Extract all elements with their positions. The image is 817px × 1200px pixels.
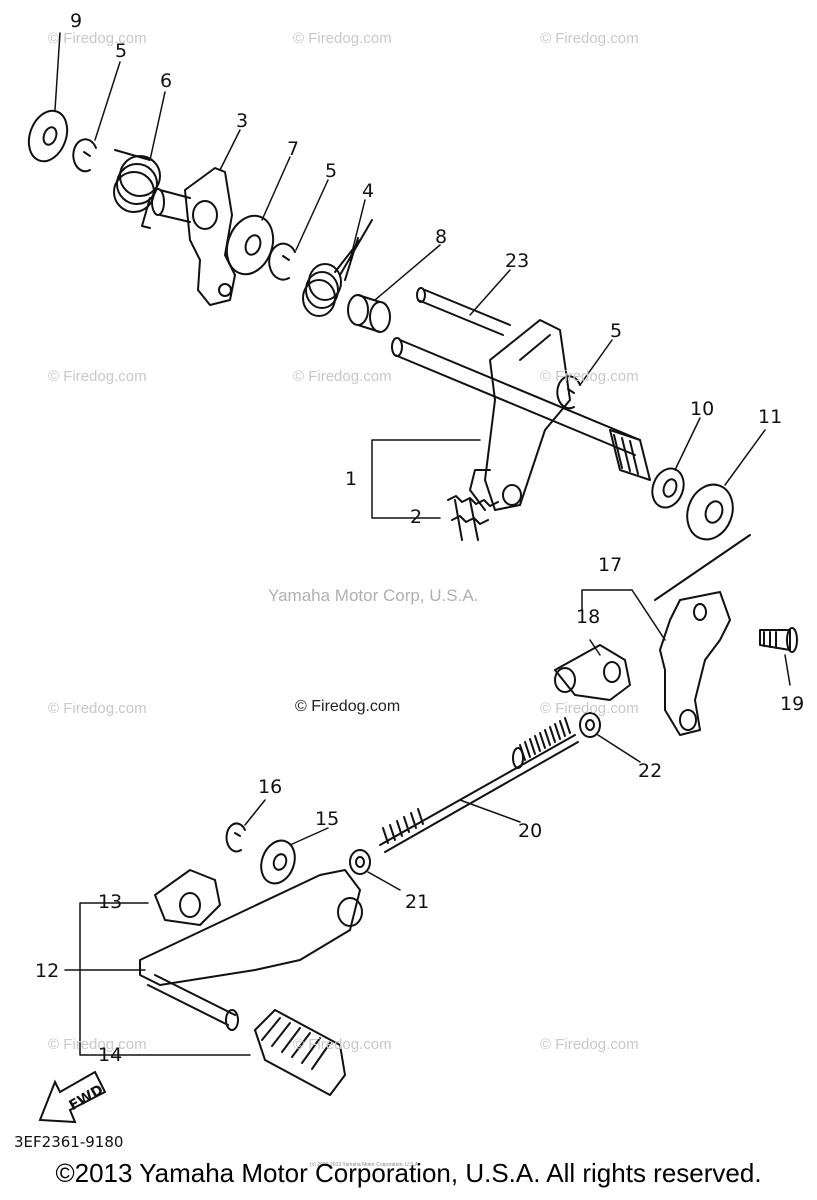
part-10-washer[interactable] xyxy=(647,464,689,512)
part-12-shift-pedal[interactable] xyxy=(139,869,363,1031)
part-1-shift-shaft[interactable] xyxy=(391,319,651,511)
watermark: © Firedog.com xyxy=(48,368,147,385)
fwd-arrow-icon xyxy=(38,1070,107,1124)
copyright-notice: ©2013 Yamaha Motor Corporation, U.S.A. A… xyxy=(55,1158,762,1188)
callout-18[interactable]: 18 xyxy=(576,606,601,628)
callout-6[interactable]: 6 xyxy=(160,70,173,92)
callout-10[interactable]: 10 xyxy=(690,398,715,420)
callout-14[interactable]: 14 xyxy=(98,1044,123,1066)
callout-12[interactable]: 12 xyxy=(35,960,60,982)
part-13-joint[interactable] xyxy=(154,869,221,926)
part-19-bolt[interactable] xyxy=(759,627,798,653)
callout-5[interactable]: 5 xyxy=(610,320,623,342)
watermark: © Firedog.com xyxy=(293,30,392,47)
part-2-spring[interactable] xyxy=(447,495,499,541)
part-20-shift-rod[interactable] xyxy=(379,717,579,853)
callout-4[interactable]: 4 xyxy=(362,180,375,202)
part-16-circlip[interactable] xyxy=(225,822,246,853)
watermark: © Firedog.com xyxy=(48,30,147,47)
part-3-shift-arm[interactable] xyxy=(151,167,236,306)
part-11-oil-seal[interactable] xyxy=(654,478,751,601)
part-5-circlip-top[interactable] xyxy=(72,138,97,173)
leader-lines xyxy=(54,32,791,1056)
diagram-code: 3EF2361-9180 xyxy=(14,1133,124,1151)
callout-7[interactable]: 7 xyxy=(287,138,300,160)
part-6-spring[interactable] xyxy=(113,149,161,229)
callout-13[interactable]: 13 xyxy=(98,891,123,913)
part-4-spring[interactable] xyxy=(302,219,373,317)
callout-23[interactable]: 23 xyxy=(505,250,530,272)
callout-21[interactable]: 21 xyxy=(405,891,430,913)
watermark: © Firedog.com xyxy=(48,700,147,717)
tiny-credit: (c) 2000-2013 Yamaha Motor Corporation, … xyxy=(310,1162,420,1168)
yamaha-watermark: Yamaha Motor Corp, U.S.A. xyxy=(268,586,479,605)
watermark: © Firedog.com xyxy=(293,1036,392,1053)
callout-3[interactable]: 3 xyxy=(236,110,249,132)
watermark: © Firedog.com xyxy=(48,1036,147,1053)
callout-15[interactable]: 15 xyxy=(315,808,340,830)
callout-19[interactable]: 19 xyxy=(780,693,805,715)
callout-5[interactable]: 5 xyxy=(325,160,338,182)
callout-17[interactable]: 17 xyxy=(598,554,623,576)
part-9-washer[interactable] xyxy=(22,105,74,166)
callout-2[interactable]: 2 xyxy=(410,506,423,528)
callout-22[interactable]: 22 xyxy=(638,760,663,782)
part-5-circlip-low[interactable] xyxy=(556,375,581,410)
watermark: © Firedog.com xyxy=(540,30,639,47)
watermark: © Firedog.com xyxy=(540,1036,639,1053)
firedog-watermark: © Firedog.com xyxy=(295,698,401,715)
callout-11[interactable]: 11 xyxy=(758,406,783,428)
watermark: © Firedog.com xyxy=(540,700,639,717)
callout-16[interactable]: 16 xyxy=(258,776,283,798)
part-14-pedal-rubber[interactable] xyxy=(254,1009,346,1096)
callout-1[interactable]: 1 xyxy=(345,468,358,490)
part-18-joint[interactable] xyxy=(554,644,631,701)
part-21-nut[interactable] xyxy=(349,849,371,875)
callout-9[interactable]: 9 xyxy=(70,10,83,32)
part-17-shift-arm[interactable] xyxy=(659,591,731,736)
callout-8[interactable]: 8 xyxy=(435,226,448,248)
part-23-pin[interactable] xyxy=(416,287,511,336)
watermark: © Firedog.com xyxy=(540,368,639,385)
callout-5[interactable]: 5 xyxy=(115,40,128,62)
part-8-collar[interactable] xyxy=(347,294,391,333)
callout-20[interactable]: 20 xyxy=(518,820,543,842)
part-15-washer[interactable] xyxy=(255,836,300,888)
part-22-nut[interactable] xyxy=(579,712,601,738)
part-5-circlip-mid[interactable] xyxy=(268,242,296,281)
watermark: © Firedog.com xyxy=(293,368,392,385)
